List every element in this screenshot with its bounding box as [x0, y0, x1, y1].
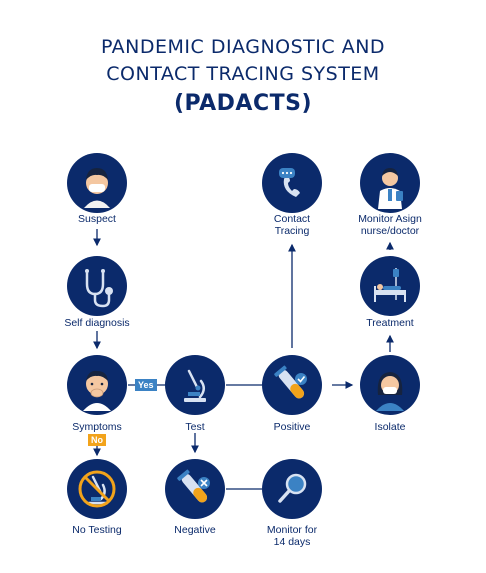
positive-label: Positive — [273, 421, 311, 433]
self-diagnosis-node — [67, 256, 127, 316]
monitor-nurse-doctor-label-line1: Monitor Asign — [358, 213, 422, 225]
monitor-nurse-doctor-label: Monitor Asign nurse/doctor — [330, 213, 450, 237]
no-testing-label: No Testing — [72, 524, 122, 536]
suspect-node — [67, 153, 127, 213]
hospital-bed-icon — [374, 268, 406, 302]
doctor-icon — [378, 168, 403, 209]
monitor-14-days-label-line1: Monitor for — [266, 524, 318, 536]
negative-test-tube-icon — [177, 469, 210, 503]
treatment-label: Treatment — [366, 317, 414, 329]
self-diagnosis-label: Self diagnosis — [64, 317, 130, 329]
no-microscope-icon — [78, 470, 116, 508]
contact-tracing-label-line2: Tracing — [274, 225, 310, 237]
test-node — [165, 355, 225, 415]
treatment-node — [360, 256, 420, 316]
monitor-nurse-doctor-label-line2: nurse/doctor — [360, 225, 420, 237]
title-line-2: CONTACT TRACING SYSTEM — [106, 63, 380, 85]
magnifier-icon — [278, 473, 307, 503]
microscope-icon — [184, 369, 206, 402]
suspect-label: Suspect — [78, 213, 116, 225]
phone-call-icon — [279, 168, 300, 197]
title-acronym: (PADACTS) — [173, 91, 313, 116]
isolate-label: Isolate — [374, 421, 406, 433]
stethoscope-icon — [85, 269, 113, 308]
title-line-1: PANDEMIC DIAGNOSTIC AND — [100, 36, 386, 58]
no-testing-node — [67, 459, 127, 519]
monitor-14-days-label: Monitor for 14 days — [232, 524, 352, 548]
contact-tracing-node — [262, 153, 322, 213]
positive-test-tube-icon — [274, 365, 307, 399]
masked-person-icon — [84, 168, 110, 208]
monitor-14-days-node — [262, 459, 322, 519]
negative-node — [165, 459, 225, 519]
yes-tag: Yes — [135, 379, 157, 391]
no-tag: No — [88, 434, 106, 446]
negative-label: Negative — [174, 524, 216, 536]
test-label: Test — [185, 421, 205, 433]
coughing-person-icon — [83, 370, 111, 411]
monitor-14-days-label-line2: 14 days — [273, 536, 311, 548]
positive-node — [262, 355, 322, 415]
isolate-node — [360, 355, 420, 415]
contact-tracing-label: Contact Tracing — [232, 213, 352, 237]
monitor-nurse-doctor-node — [360, 153, 420, 213]
contact-tracing-label-line1: Contact — [273, 213, 311, 225]
symptoms-node — [67, 355, 127, 415]
symptoms-label: Symptoms — [72, 421, 122, 433]
masked-woman-icon — [376, 372, 404, 411]
